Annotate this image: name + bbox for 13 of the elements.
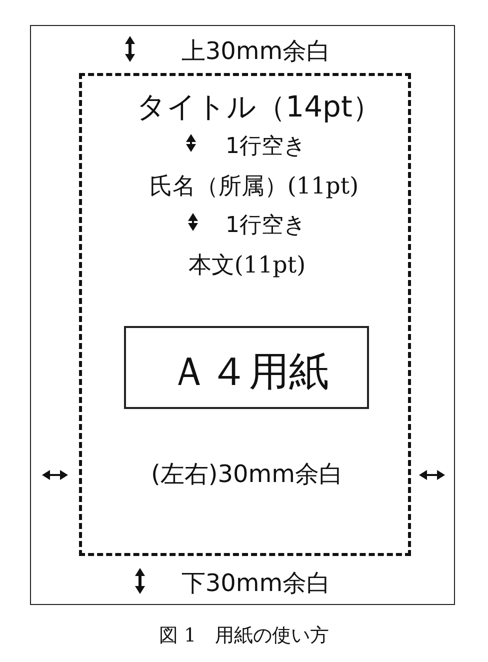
paper-label-box: [124, 326, 369, 409]
body-text: 本文(11pt): [188, 254, 306, 278]
margin-label: (左右)30mm余白: [150, 462, 344, 486]
spacing-label: 1行空き: [226, 215, 306, 237]
spacing-label: 1行空き: [226, 136, 306, 158]
margin-label: 上30mm余白: [181, 39, 331, 63]
paper-label: Ａ４用紙: [169, 352, 329, 392]
margin-box: [79, 73, 411, 556]
margin-label: 下30mm余白: [181, 571, 331, 595]
paper-outline: [30, 25, 455, 605]
title-text: タイトル（14pt）: [136, 92, 382, 122]
name-text: 氏名（所属）(11pt): [149, 176, 359, 198]
figure-caption: 図 1 用紙の使い方: [158, 626, 330, 646]
